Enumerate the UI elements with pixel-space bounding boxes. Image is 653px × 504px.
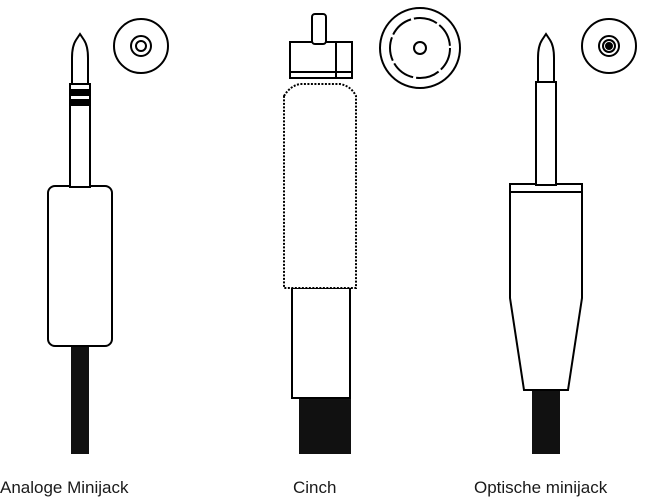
cinch-label: Cinch — [293, 478, 337, 497]
analog-minijack-ring — [69, 89, 91, 96]
optical-minijack-tip — [537, 32, 555, 83]
optical-minijack-label: Optische minijack — [474, 478, 608, 497]
analog-minijack-group — [47, 18, 169, 454]
optical-minijack-end-view-center — [605, 42, 613, 50]
optical-minijack-group — [509, 18, 637, 454]
analog-minijack-end-view-center — [135, 40, 147, 52]
analog-minijack-tip — [71, 32, 89, 85]
analog-minijack-ring — [69, 99, 91, 106]
analog-minijack-label: Analoge Minijack — [0, 478, 129, 497]
cinch-end-view-center — [413, 41, 427, 55]
analog-minijack-handle — [47, 185, 113, 347]
optical-minijack-cable — [532, 389, 560, 454]
cinch-center-pin — [311, 13, 327, 45]
cinch-cable — [299, 395, 351, 454]
cinch-group — [283, 7, 461, 454]
cinch-strain-relief — [291, 287, 351, 399]
optical-minijack-body — [509, 191, 583, 391]
analog-minijack-cable — [71, 344, 89, 454]
cinch-knurled-grip — [283, 83, 357, 289]
optical-minijack-shaft — [535, 81, 557, 186]
